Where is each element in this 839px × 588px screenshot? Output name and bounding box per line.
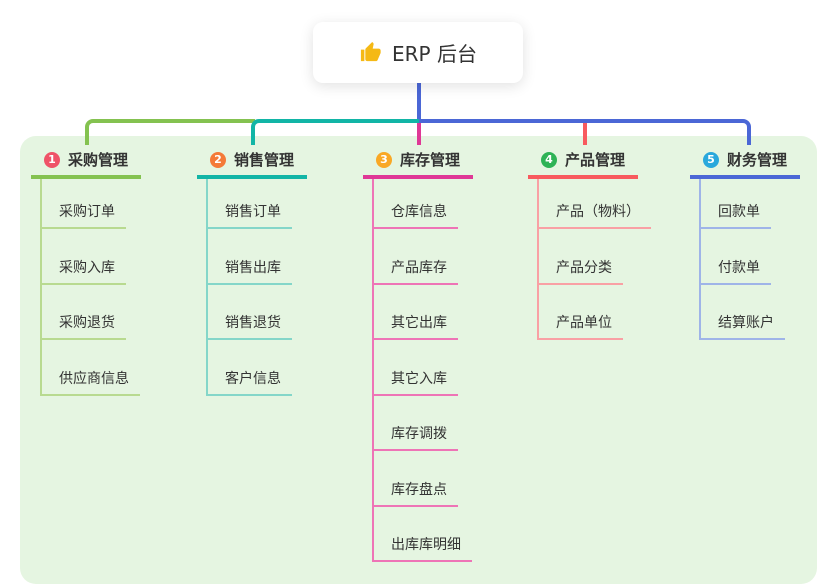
child-node[interactable]: 采购入库 <box>42 229 126 285</box>
child-node[interactable]: 供应商信息 <box>42 340 140 396</box>
branch-children: 产品（物料） 产品分类 产品单位 <box>537 179 651 340</box>
branch1-connector-line <box>85 119 255 145</box>
branch-label: 库存管理 <box>400 151 461 169</box>
child-node[interactable]: 采购退货 <box>42 285 126 340</box>
branch-number-badge: 5 <box>703 151 719 168</box>
child-node[interactable]: 采购订单 <box>42 179 126 229</box>
child-node[interactable]: 库存调拨 <box>374 396 458 451</box>
root-node[interactable]: ERP 后台 <box>313 22 523 83</box>
branch-label: 产品管理 <box>565 151 626 169</box>
child-node[interactable]: 产品单位 <box>539 285 623 340</box>
child-node[interactable]: 客户信息 <box>208 340 292 396</box>
child-node[interactable]: 其它出库 <box>374 285 458 340</box>
branch-purchase: 1 采购管理 采购订单 采购入库 采购退货 供应商信息 <box>31 146 142 396</box>
child-node[interactable]: 仓库信息 <box>374 179 458 229</box>
branch5-connector-line <box>419 119 751 145</box>
branch-node-sales[interactable]: 2 销售管理 <box>197 146 308 179</box>
child-node[interactable]: 产品（物料） <box>539 179 651 229</box>
branch-children: 回款单 付款单 结算账户 <box>699 179 785 340</box>
branch-node-inventory[interactable]: 3 库存管理 <box>363 146 474 179</box>
branch-number-badge: 1 <box>44 151 60 168</box>
branch-number-badge: 3 <box>376 151 392 168</box>
child-node[interactable]: 出库库明细 <box>374 507 472 562</box>
child-node[interactable]: 产品库存 <box>374 229 458 285</box>
child-node[interactable]: 库存盘点 <box>374 451 458 507</box>
branch-label: 采购管理 <box>68 151 129 169</box>
root-connector-line <box>417 83 421 123</box>
thumbs-up-icon <box>359 41 382 64</box>
branch2-connector-line <box>251 119 419 145</box>
child-node[interactable]: 产品分类 <box>539 229 623 285</box>
child-node[interactable]: 付款单 <box>701 229 771 285</box>
branch-number-badge: 2 <box>210 151 226 168</box>
branch-children: 采购订单 采购入库 采购退货 供应商信息 <box>40 179 140 396</box>
root-label: ERP 后台 <box>392 42 477 66</box>
child-node[interactable]: 结算账户 <box>701 285 785 340</box>
branch-sales: 2 销售管理 销售订单 销售出库 销售退货 客户信息 <box>197 146 308 396</box>
branch-finance: 5 财务管理 回款单 付款单 结算账户 <box>690 146 801 340</box>
branch-children: 销售订单 销售出库 销售退货 客户信息 <box>206 179 292 396</box>
child-node[interactable]: 回款单 <box>701 179 771 229</box>
branch-inventory: 3 库存管理 仓库信息 产品库存 其它出库 其它入库 库存调拨 库存盘点 出库库… <box>363 146 474 562</box>
branch-number-badge: 4 <box>541 151 557 168</box>
branch-node-finance[interactable]: 5 财务管理 <box>690 146 801 179</box>
branch-node-purchase[interactable]: 1 采购管理 <box>31 146 142 179</box>
branch-children: 仓库信息 产品库存 其它出库 其它入库 库存调拨 库存盘点 出库库明细 <box>372 179 472 562</box>
child-node[interactable]: 销售出库 <box>208 229 292 285</box>
branch4-connector-line <box>583 123 587 145</box>
child-node[interactable]: 销售订单 <box>208 179 292 229</box>
child-node[interactable]: 其它入库 <box>374 340 458 396</box>
branch3-connector-line <box>417 123 421 145</box>
branch-product: 4 产品管理 产品（物料） 产品分类 产品单位 <box>528 146 651 340</box>
branch-label: 销售管理 <box>234 151 295 169</box>
child-node[interactable]: 销售退货 <box>208 285 292 340</box>
branch-label: 财务管理 <box>727 151 788 169</box>
branch-node-product[interactable]: 4 产品管理 <box>528 146 639 179</box>
mindmap-background-panel <box>20 136 817 584</box>
